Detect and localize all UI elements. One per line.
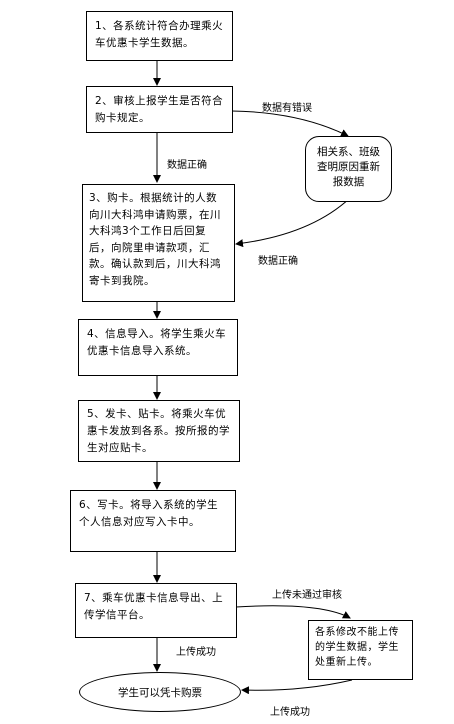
label-data-ok-2: 数据正确 bbox=[258, 256, 298, 267]
step-6-box: 6、写卡。将导入系统的学生个人信息对应写入卡中。 bbox=[70, 490, 236, 552]
step-7-box: 7、乘车优惠卡信息导出、上传学信平台。 bbox=[75, 583, 237, 638]
label-data-ok-1: 数据正确 bbox=[167, 160, 207, 171]
end-oval: 学生可以凭卡购票 bbox=[79, 672, 241, 712]
step-3-box: 3、购卡。根据统计的人数向川大科鸿申请购票，在川大科鸿3个工作日后回复后，向院里… bbox=[82, 184, 235, 302]
step-1-box: 1、各系统计符合办理乘火车优惠卡学生数据。 bbox=[86, 11, 233, 61]
step-4-box: 4、信息导入。将学生乘火车优惠卡信息导入系统。 bbox=[78, 319, 238, 376]
arrow-recheck-3 bbox=[235, 197, 351, 248]
arrow-fix-end bbox=[241, 679, 353, 695]
label-upload-fail: 上传未通过审核 bbox=[272, 590, 342, 601]
label-upload-ok-2: 上传成功 bbox=[270, 707, 310, 718]
arrow-7-fix bbox=[235, 605, 351, 619]
recheck-box: 相关系、班级查明原因重新报数据 bbox=[305, 136, 392, 202]
fix-box: 各系修改不能上传的学生数据，学生处重新上传。 bbox=[308, 620, 413, 680]
step-5-box: 5、发卡、贴卡。将乘火车优惠卡发放到各系。按所报的学生对应贴卡。 bbox=[78, 400, 240, 462]
label-upload-ok-1: 上传成功 bbox=[176, 647, 216, 658]
arrow-2-recheck bbox=[231, 110, 349, 137]
step-2-box: 2、审核上报学生是否符合购卡规定。 bbox=[86, 86, 233, 133]
label-data-error: 数据有错误 bbox=[262, 103, 312, 114]
